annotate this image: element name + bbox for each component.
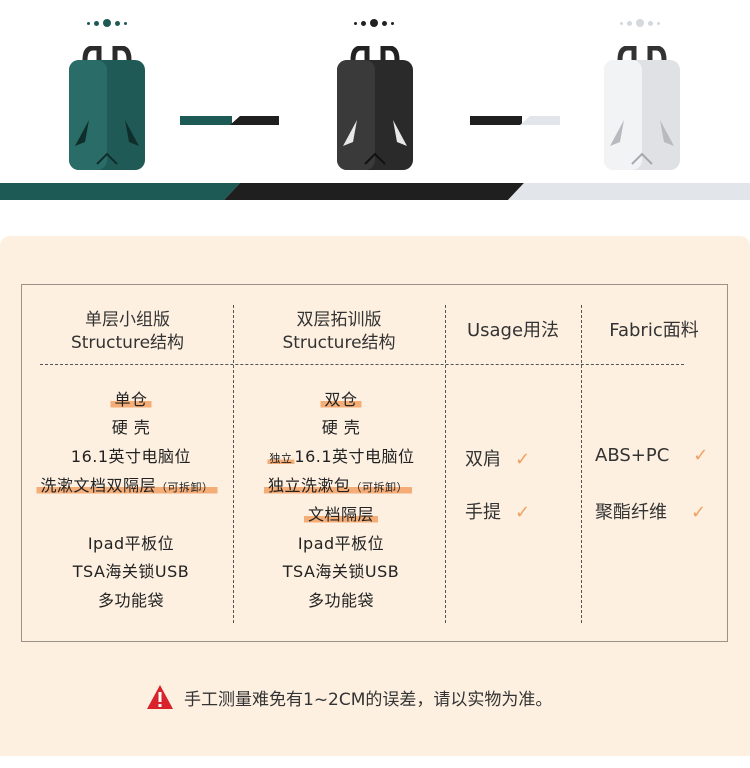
header-divider [40,364,684,365]
single-item-shell: 硬 壳 [111,418,151,437]
header-double-title: 双层拓训版 [296,310,382,330]
check-icon: ✓ [691,502,707,523]
header-double: 双层拓训版 Structure结构 [233,309,445,355]
header-single-subtitle: Structure结构 [70,333,185,353]
dot-indicator-teal [87,16,127,30]
single-item-tsa: TSA海关锁USB [72,562,190,581]
column-divider [445,305,446,623]
single-item-ipad: Ipad平板位 [87,534,175,553]
single-item-compartment: 单仓 [110,386,152,410]
color-stripe [0,183,750,200]
header-double-subtitle: Structure结构 [282,333,396,353]
spec-table: 单层小组版 Structure结构 双层拓训版 Structure结构 Usag… [21,284,728,642]
check-icon: ✓ [693,445,709,466]
header-fabric: Fabric面料 [609,320,699,341]
dot-indicator-silver [620,16,660,30]
usage-backpack: 双肩✓ [465,449,531,470]
measurement-notice: 手工测量难免有1~2CM的误差，请以实物为准。 [146,684,552,710]
connector-black-silver [470,116,560,125]
header-single-title: 单层小组版 [85,310,170,330]
check-icon: ✓ [515,502,531,523]
double-item-compartment: 双仓 [320,386,362,410]
header-single: 单层小组版 Structure结构 [22,309,233,355]
backpack-black-image [337,46,413,170]
double-item-ipad: Ipad平板位 [297,534,385,553]
notice-text: 手工测量难免有1~2CM的误差，请以实物为准。 [184,689,553,710]
warning-icon [147,685,173,709]
backpack-teal-image [69,46,145,170]
double-item-document: 文档隔层 [303,501,379,525]
fabric-abs-pc: ABS+PC✓ [595,445,709,466]
double-item-pouch: 多功能袋 [307,591,375,610]
color-variant-banner [0,0,750,210]
double-item-shell: 硬 壳 [321,418,361,437]
single-item-divider-layers: 洗漱文档双隔层（可拆卸） [36,472,218,496]
single-item-pouch: 多功能袋 [97,591,165,610]
usage-handheld: 手提✓ [465,502,531,523]
dot-indicator-black [354,16,394,30]
header-usage: Usage用法 [466,320,560,341]
column-divider [233,305,234,623]
column-divider [581,305,582,623]
single-item-laptop: 16.1英寸电脑位 [70,447,192,466]
fabric-polyester: 聚酯纤维✓ [595,502,707,523]
double-item-toiletry: 独立洗漱包（可拆卸） [263,472,413,496]
connector-teal-black [180,116,279,125]
double-item-tsa: TSA海关锁USB [282,562,400,581]
backpack-silver-image [604,46,680,170]
spec-panel [0,236,750,756]
check-icon: ✓ [515,449,531,470]
